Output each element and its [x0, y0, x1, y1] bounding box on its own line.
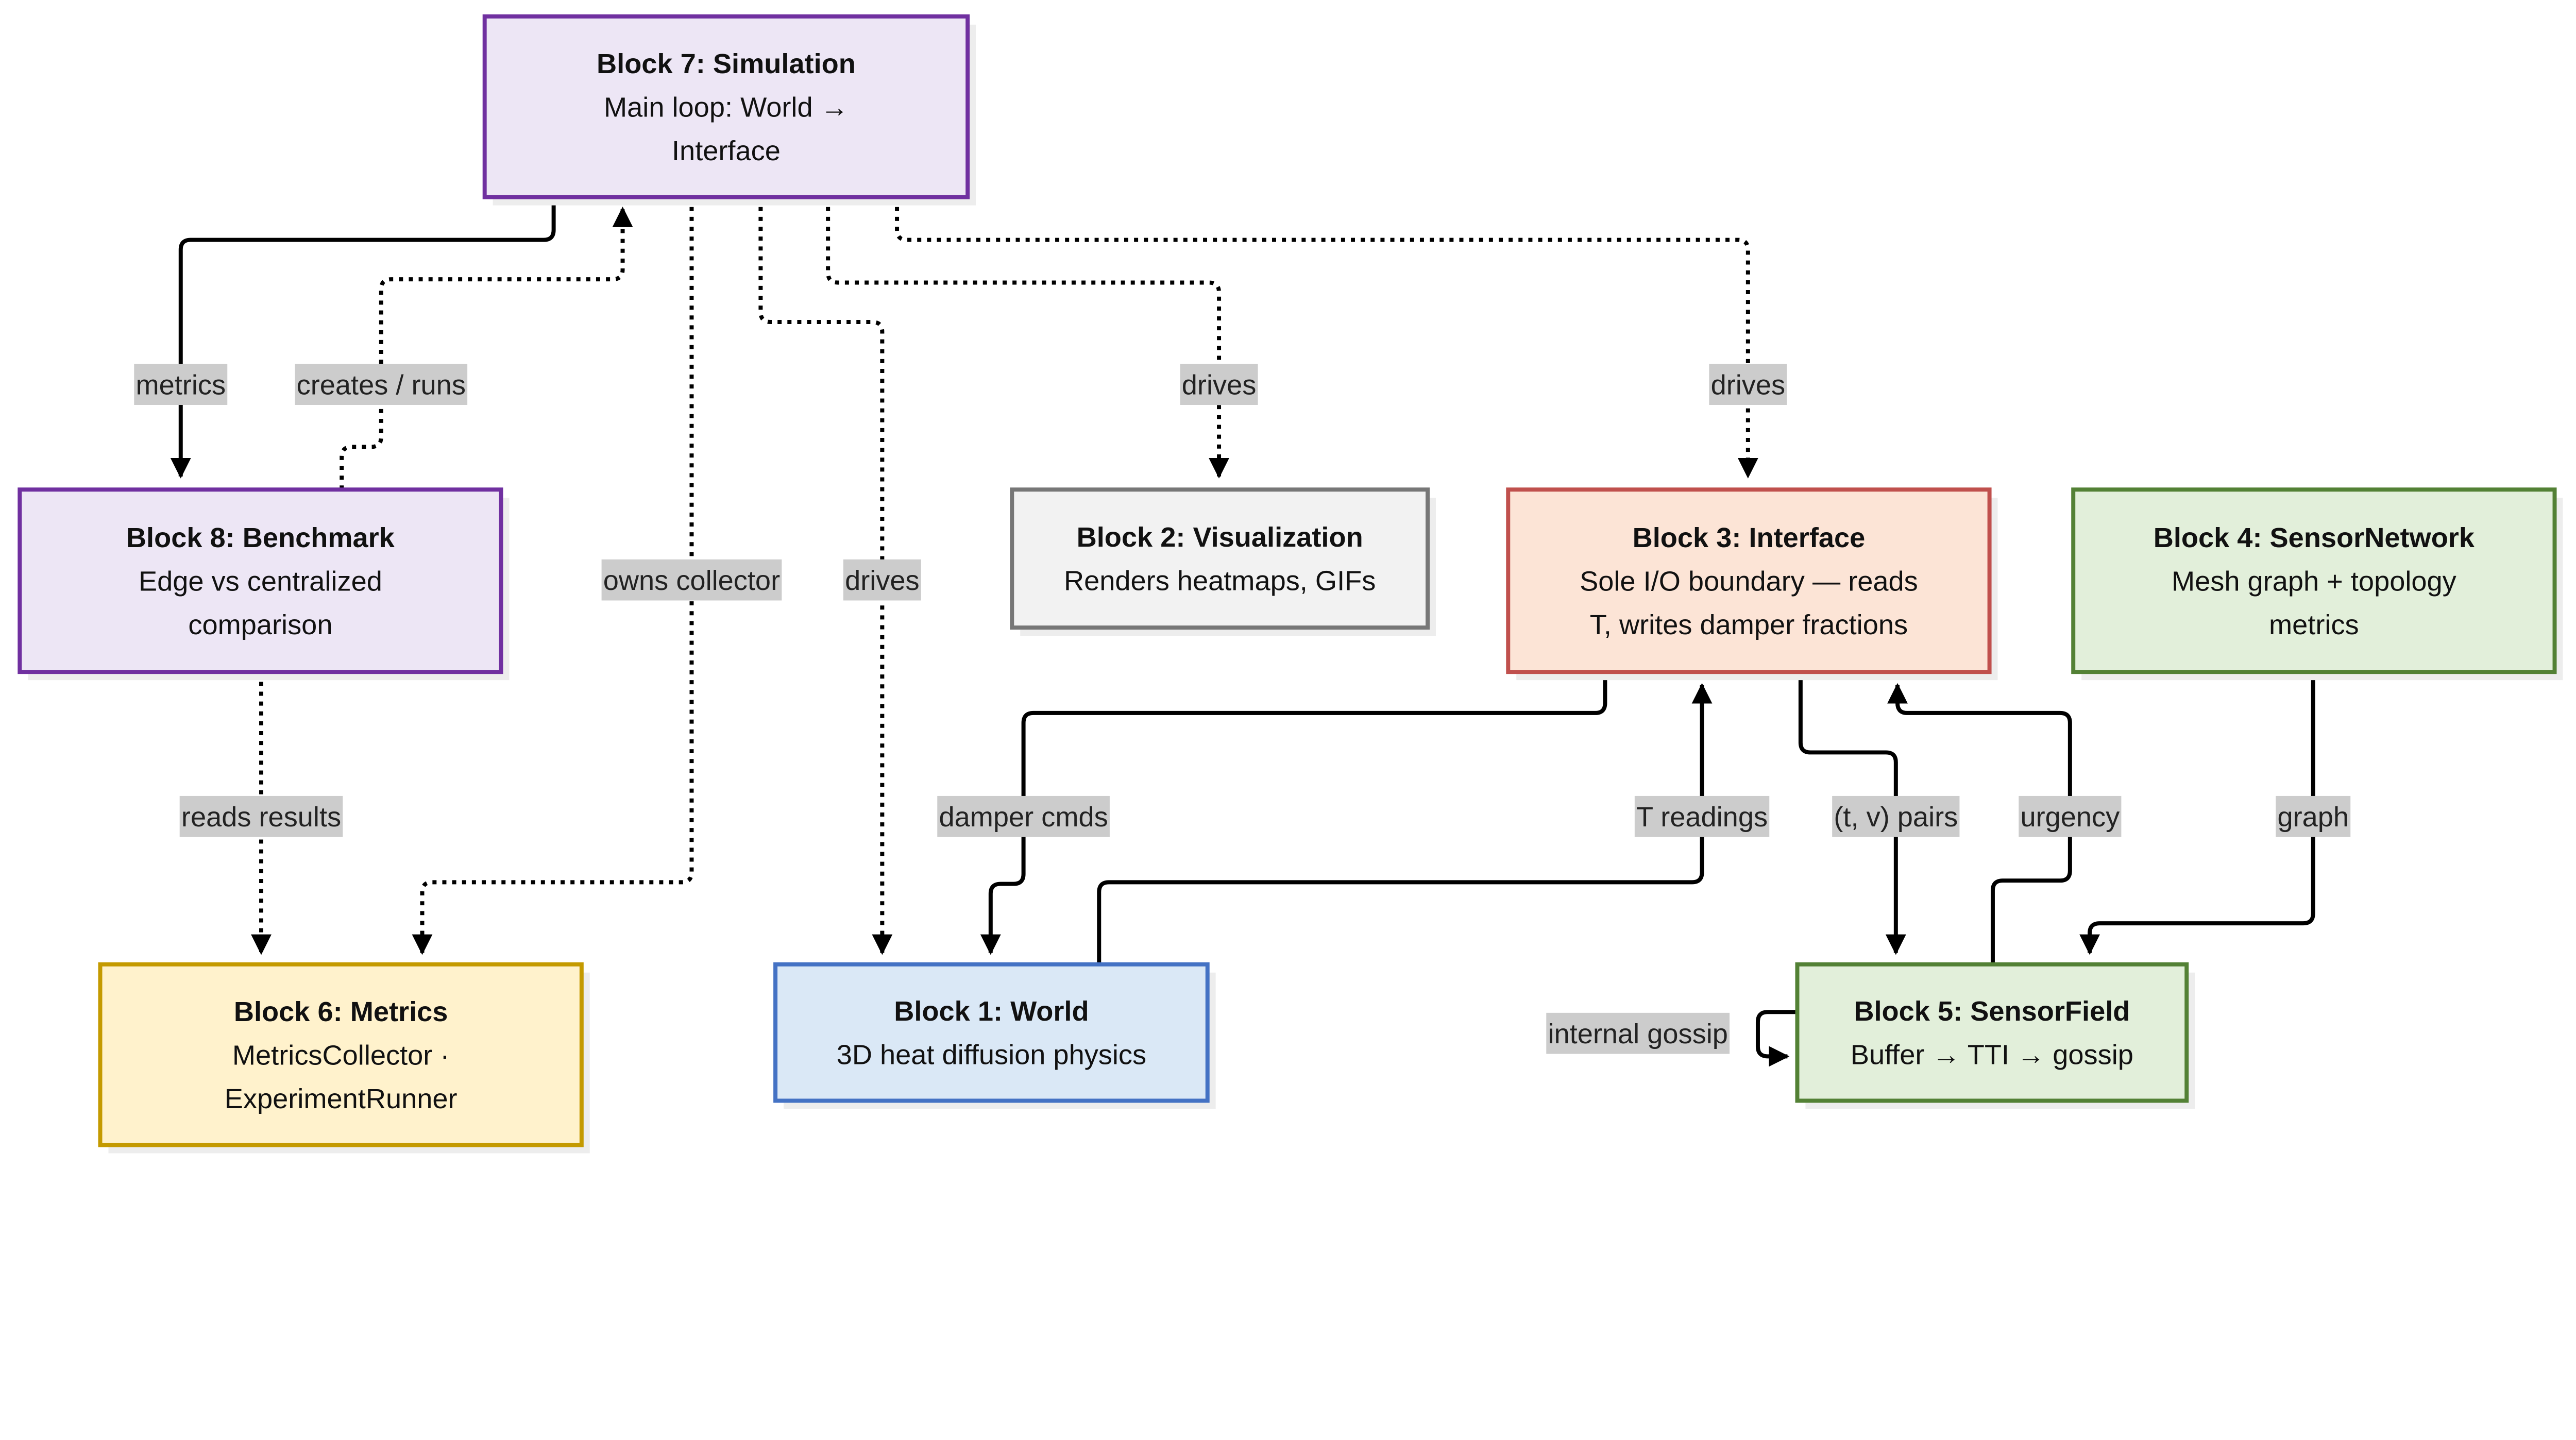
edge-label-background — [1180, 364, 1258, 405]
node-title: Block 5: SensorField — [1854, 996, 2130, 1027]
edge-label-text: graph — [2277, 802, 2349, 833]
node-box — [18, 487, 503, 674]
edge-b7-to-b8 — [170, 197, 556, 479]
edge-label-background — [179, 795, 343, 837]
edge-label-text: drives — [845, 565, 920, 596]
node-box — [482, 14, 970, 199]
edge-label-text: T readings — [1636, 802, 1768, 833]
edge-b7-to-b2 — [826, 197, 1229, 479]
node-title: Block 7: Simulation — [597, 48, 856, 79]
node-description: Renders heatmaps, GIFs — [1064, 566, 1376, 597]
edge-label: owns collector — [601, 559, 782, 601]
node-description: Edge vs centralized — [139, 566, 382, 597]
edge-label-background — [843, 559, 921, 601]
node-box — [1010, 487, 1430, 630]
node-description: ExperimentRunner — [225, 1083, 457, 1114]
node-title: Block 2: Visualization — [1077, 522, 1363, 553]
edge-label: urgency — [2019, 795, 2122, 837]
node-box — [98, 962, 584, 1147]
edge-label: drives — [843, 559, 921, 601]
node-description: metrics — [2269, 609, 2359, 640]
edge-label-text: metrics — [135, 369, 226, 400]
edge-b7-to-b3 — [895, 197, 1758, 479]
edge-b8-to-b7 — [340, 206, 633, 490]
edge-label-text: damper cmds — [939, 802, 1108, 833]
edge-label-text: owns collector — [603, 565, 780, 596]
node-description: Mesh graph + topology — [2172, 566, 2456, 597]
node-description: MetricsCollector · — [232, 1040, 450, 1071]
edge-label: damper cmds — [937, 795, 1110, 837]
edge-label-background — [2276, 795, 2351, 837]
edge-label-text: internal gossip — [1548, 1019, 1727, 1049]
edge-label: drives — [1180, 364, 1258, 405]
edge-label: T readings — [1634, 795, 1770, 837]
edge-label-background — [1832, 795, 1960, 837]
edge-b3-to-b5 — [1798, 672, 1906, 955]
edge-label-background — [937, 795, 1110, 837]
node-box — [2071, 487, 2557, 674]
edge-label-background — [2019, 795, 2122, 837]
edge-label-text: (t, v) pairs — [1834, 802, 1958, 833]
edge-label-background — [601, 559, 782, 601]
node-description: Buffer → TTI → gossip — [1851, 1040, 2133, 1071]
edge-label: internal gossip — [1546, 1012, 1730, 1054]
edge-label: metrics — [134, 364, 228, 405]
node-title: Block 4: SensorNetwork — [2154, 522, 2475, 553]
edge-b5-to-b5 — [1755, 1010, 1798, 1067]
edge-label: creates / runs — [295, 364, 468, 405]
edge-label-background — [1546, 1012, 1730, 1054]
node-box — [773, 962, 1210, 1103]
edge-label-text: urgency — [2020, 802, 2120, 833]
edge-label-background — [295, 364, 468, 405]
node-title: Block 6: Metrics — [234, 996, 448, 1027]
node-description: comparison — [188, 609, 332, 640]
edge-label-background — [1709, 364, 1787, 405]
node-title: Block 3: Interface — [1633, 522, 1866, 553]
edge-label-text: drives — [1711, 369, 1786, 400]
edge-label: (t, v) pairs — [1832, 795, 1960, 837]
edge-label-background — [1634, 795, 1770, 837]
node-description: Interface — [672, 135, 781, 166]
edge-b4-to-b5 — [2079, 672, 2315, 955]
node-description: Sole I/O boundary — reads — [1580, 566, 1918, 597]
edge-label-text: reads results — [181, 802, 341, 833]
edge-label-background — [134, 364, 228, 405]
node-box — [1506, 487, 1992, 674]
node-description: Main loop: World → — [604, 92, 849, 123]
edge-labels-layer: metrics creates / runs owns collector drive… — [134, 364, 2351, 1054]
node-box — [1795, 962, 2189, 1103]
node-b1[interactable]: Block 1: World 3D heat diffusion physics — [773, 962, 1216, 1109]
node-title: Block 1: World — [894, 996, 1089, 1027]
edge-b7-to-b1 — [758, 197, 893, 955]
edge-label: reads results — [179, 795, 343, 837]
edge-b1-to-b3 — [1097, 683, 1713, 964]
edge-label-text: drives — [1182, 369, 1257, 400]
node-description: 3D heat diffusion physics — [837, 1040, 1146, 1071]
edge-label: drives — [1709, 364, 1787, 405]
edge-label-text: creates / runs — [297, 369, 466, 400]
node-description: T, writes damper fractions — [1590, 609, 1908, 640]
node-title: Block 8: Benchmark — [126, 522, 395, 553]
edge-label: graph — [2276, 795, 2351, 837]
